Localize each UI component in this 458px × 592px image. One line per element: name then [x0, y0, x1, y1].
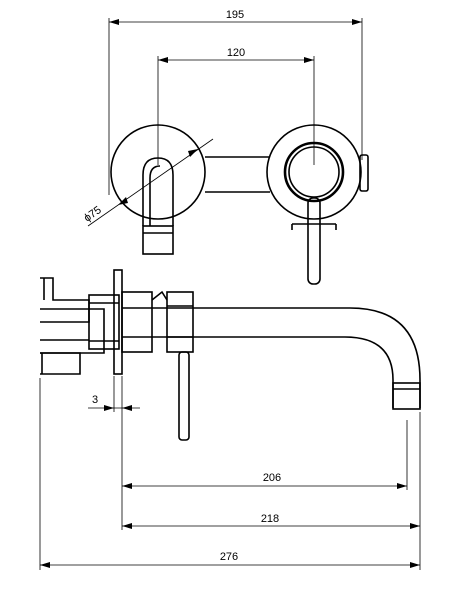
- mixer-cover-plate: [266, 124, 362, 220]
- spout-inner: [152, 336, 394, 408]
- spout-outlet: [142, 157, 174, 226]
- side-view: 3 206 218 276: [39, 269, 421, 570]
- dim-label-3: 3: [92, 394, 98, 406]
- mixer-handle-hub: [283, 141, 345, 203]
- dim-label-120: 120: [227, 47, 245, 59]
- dim-label-276: 276: [220, 551, 238, 563]
- spout-cover-plate: [110, 124, 206, 220]
- lever-base: [166, 291, 194, 353]
- dim-label-diameter: ϕ75: [82, 204, 104, 224]
- aerator: [142, 225, 174, 255]
- dim-label-218: 218: [261, 513, 279, 525]
- lever-side: [178, 351, 190, 441]
- wall-plate-side: [113, 269, 123, 375]
- spout-outer: [152, 307, 421, 408]
- body-connector: [121, 291, 153, 353]
- mixer-lever: [307, 197, 321, 285]
- dim-label-195: 195: [226, 9, 244, 21]
- front-view: 195 120 ϕ75: [82, 9, 369, 285]
- spout-aerator: [392, 382, 421, 410]
- valve-body: [88, 294, 120, 350]
- dim-label-206: 206: [263, 472, 281, 484]
